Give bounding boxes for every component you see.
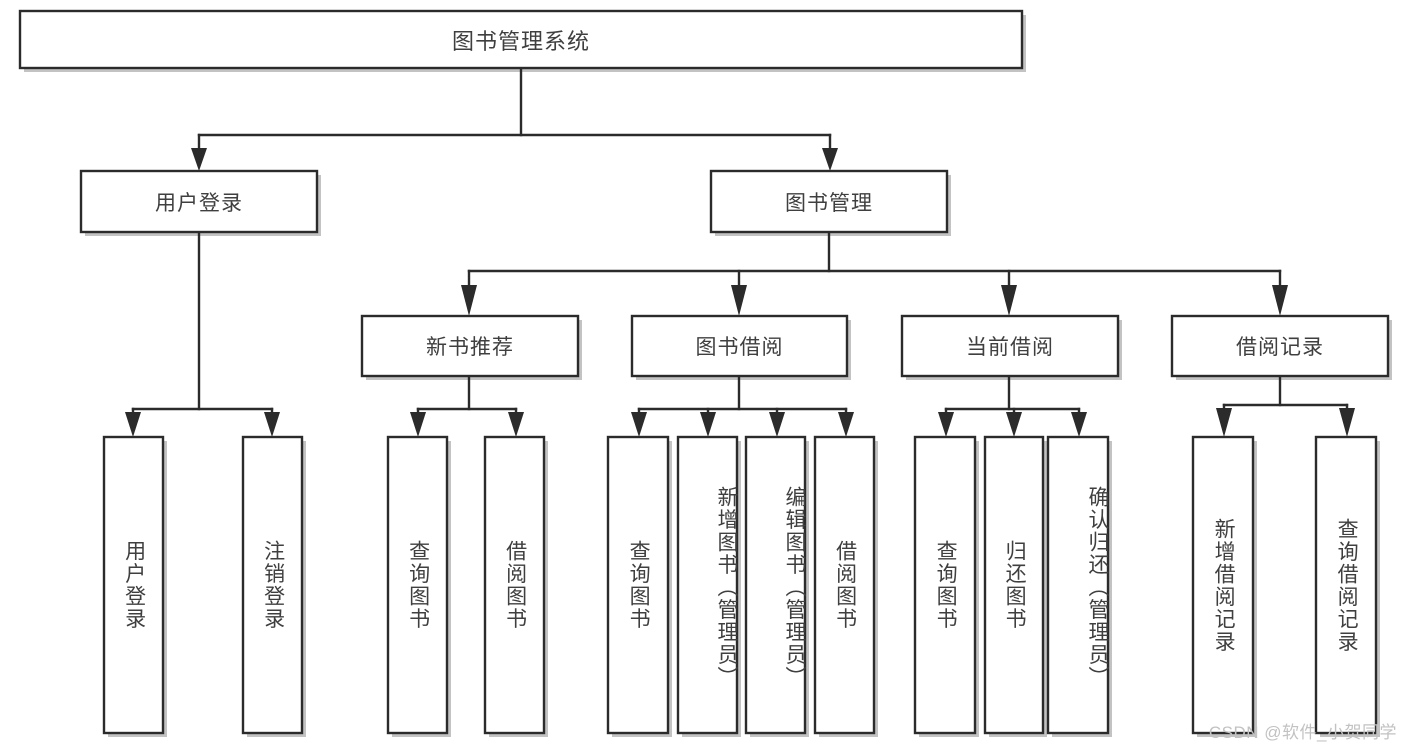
node-leaf-query-book-1[interactable] — [386, 435, 449, 735]
connectors-borrow-record — [1216, 374, 1355, 437]
node-current-borrow[interactable] — [900, 314, 1120, 378]
node-leaf-logout[interactable] — [241, 435, 304, 735]
node-leaf-add-book[interactable] — [676, 435, 739, 735]
node-new-book-rec[interactable] — [360, 314, 580, 378]
connectors-book-manage — [461, 230, 1288, 316]
node-leaf-query-book-2[interactable] — [606, 435, 670, 735]
node-leaf-edit-book[interactable] — [744, 435, 807, 735]
node-leaf-confirm-return[interactable] — [1046, 435, 1110, 735]
node-boxes — [18, 9, 1390, 735]
node-book-borrow[interactable] — [630, 314, 849, 378]
node-leaf-borrow-book-2[interactable] — [813, 435, 876, 735]
connectors-new-book-rec — [410, 374, 524, 437]
node-book-manage[interactable] — [709, 169, 949, 234]
connectors-current-borrow — [938, 374, 1087, 437]
node-leaf-query-record[interactable] — [1314, 435, 1378, 735]
node-leaf-borrow-book-1[interactable] — [483, 435, 546, 735]
connectors-root — [191, 66, 838, 171]
node-borrow-record[interactable] — [1170, 314, 1390, 378]
node-leaf-return-book[interactable] — [983, 435, 1045, 735]
node-leaf-user-login[interactable] — [102, 435, 165, 735]
node-leaf-add-record[interactable] — [1191, 435, 1255, 735]
connectors-book-borrow — [631, 374, 854, 437]
connectors-user-login — [125, 230, 280, 437]
node-root[interactable] — [18, 9, 1024, 70]
node-leaf-query-book-3[interactable] — [913, 435, 977, 735]
node-user-login[interactable] — [79, 169, 319, 234]
